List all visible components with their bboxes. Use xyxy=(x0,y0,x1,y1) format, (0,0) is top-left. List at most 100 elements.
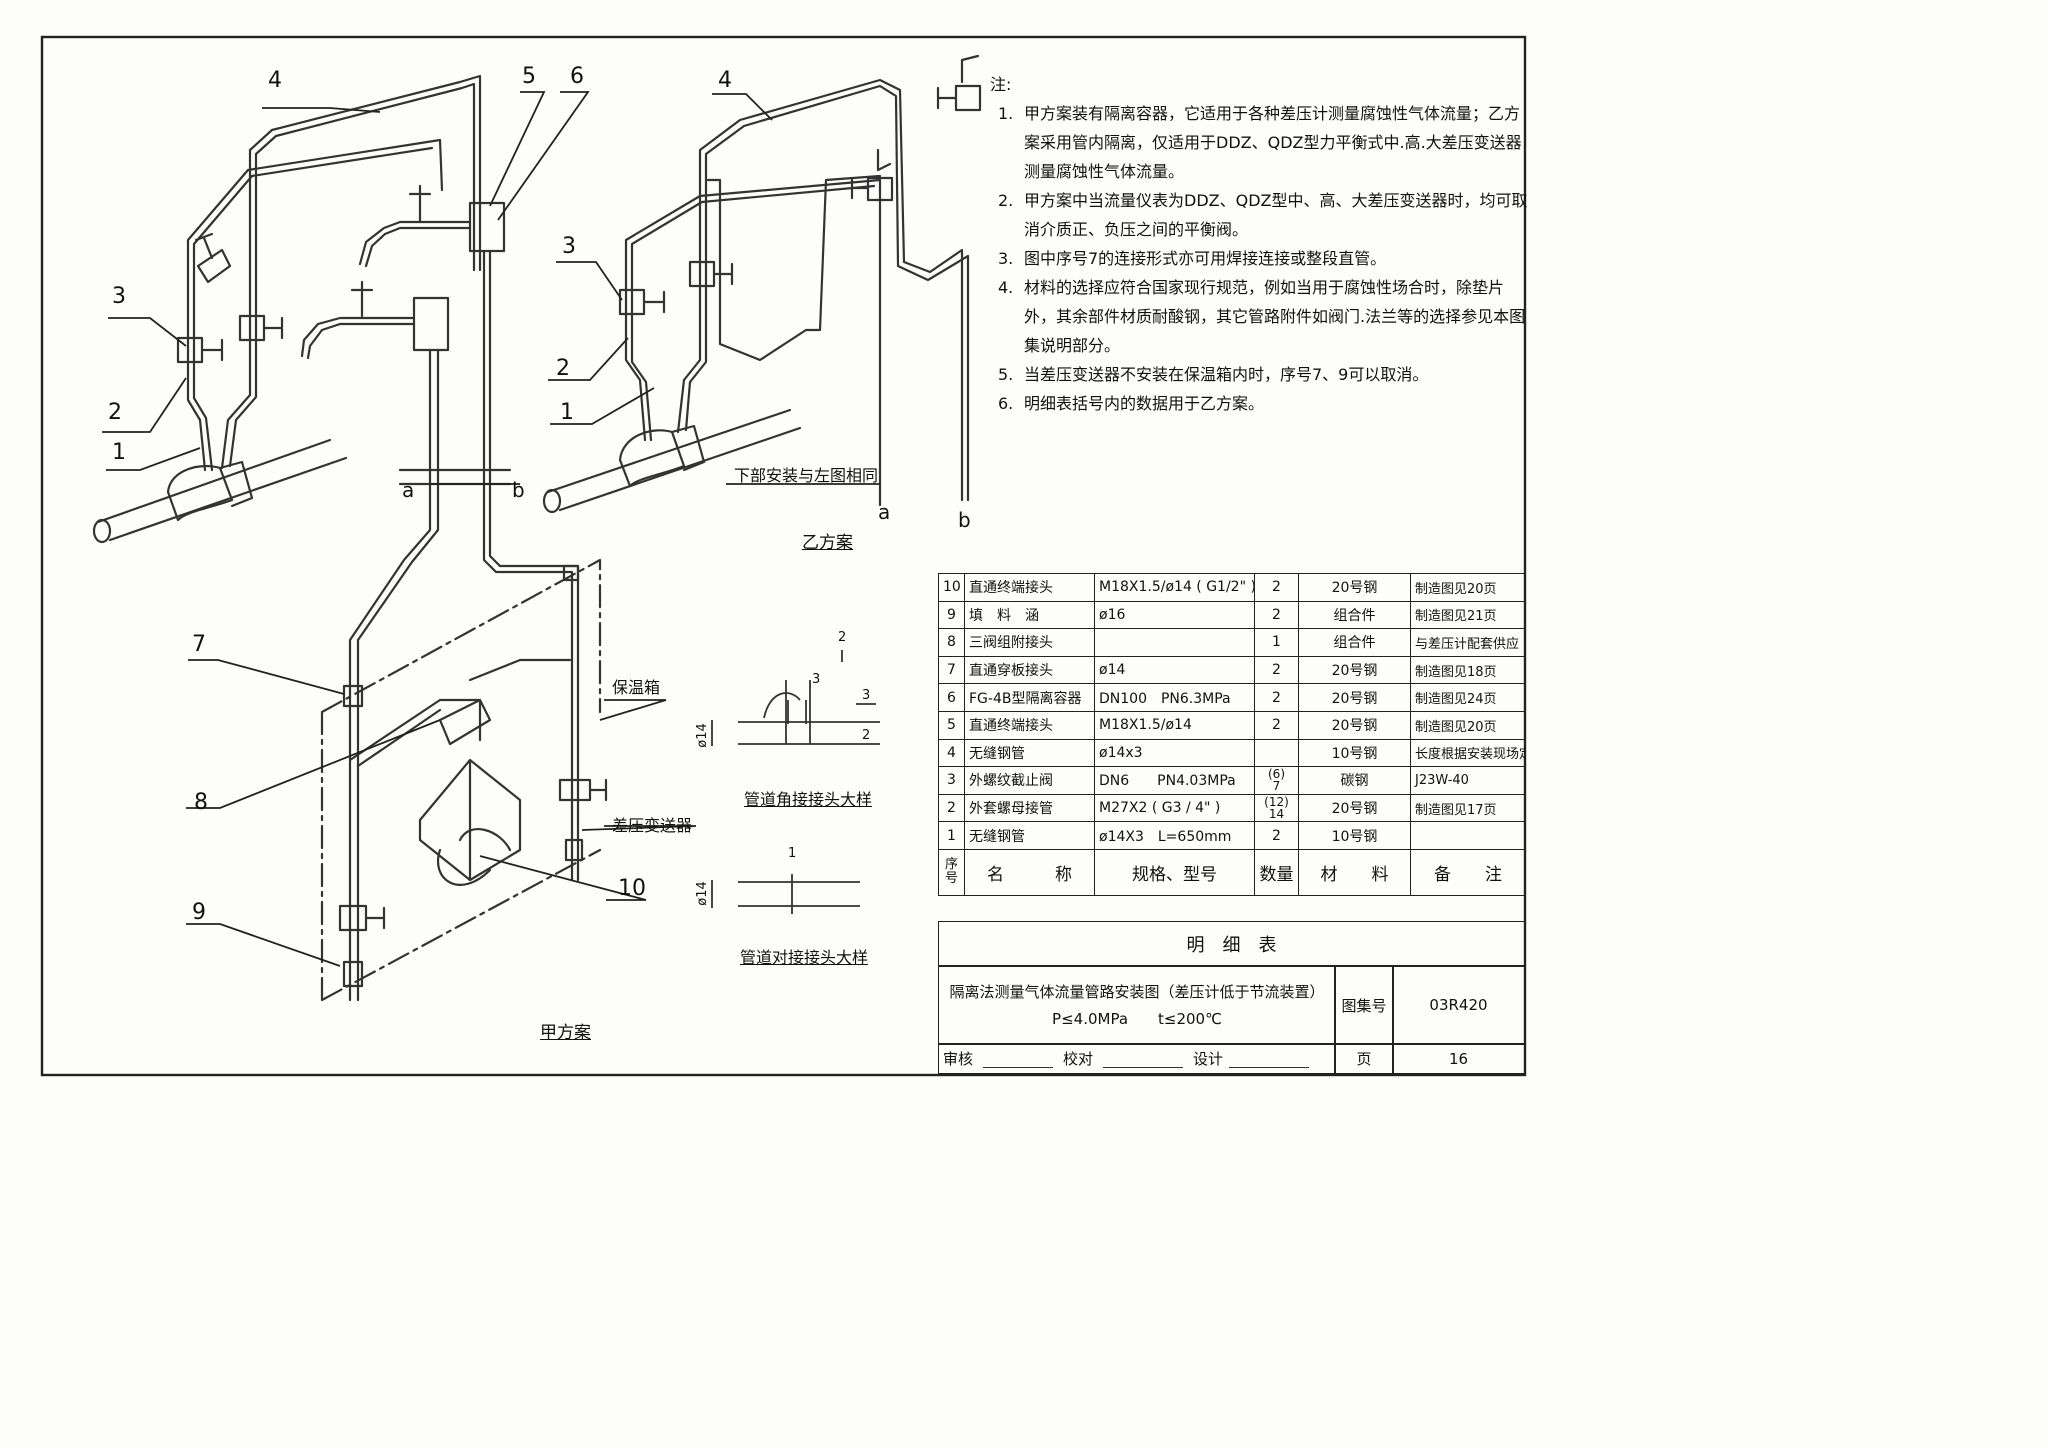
bom-cell-remark: 制造图见24页 xyxy=(1410,683,1526,712)
bom-cell-remark: 制造图见18页 xyxy=(1410,655,1526,685)
review-signature xyxy=(983,1049,1054,1068)
bom-cell-name: FG-4B型隔离容器 xyxy=(964,683,1095,712)
check-label: 校对 xyxy=(1063,1050,1094,1068)
bom-cell-no: 2 xyxy=(938,793,965,823)
note-text: 当差压变送器不安装在保温箱内时，序号7、9可以取消。 xyxy=(1024,365,1429,384)
dim-3-top: 3 xyxy=(812,672,821,687)
bom-cell-no: 5 xyxy=(938,710,965,740)
bom-header-name: 名 称 xyxy=(964,848,1095,896)
leader-lines xyxy=(102,91,880,967)
dim-3-right: 3 xyxy=(862,688,871,703)
bom-cell-remark: J23W-40 xyxy=(1410,766,1526,795)
bom-cell-qty: (6) 7 xyxy=(1254,766,1299,795)
bom-cell-qty: 2 xyxy=(1254,573,1299,602)
scheme-b-piping xyxy=(542,54,982,514)
scheme-a-piping xyxy=(92,74,608,1002)
bom-cell-material: 20号钢 xyxy=(1298,683,1411,712)
note-item: 3.图中序号7的连接形式亦可用焊接连接或整段直管。 xyxy=(990,244,1530,273)
dim-1-butt: 1 xyxy=(788,846,797,861)
bom-cell-remark: 制造图见20页 xyxy=(1410,710,1526,740)
bom-header-material: 材 料 xyxy=(1298,848,1411,896)
bom-cell-qty: (12) 14 xyxy=(1254,793,1299,823)
bom-cell-material: 组合件 xyxy=(1298,628,1411,657)
bom-header-remark: 备 注 xyxy=(1410,848,1526,896)
butt-joint-caption: 管道对接接头大样 xyxy=(740,948,869,967)
callout-5: 5 xyxy=(522,64,536,89)
dim-d14-butt: ø14 xyxy=(694,881,710,906)
page-label: 页 xyxy=(1334,1043,1394,1074)
bom-cell-no: 3 xyxy=(938,766,965,795)
dim-d14-corner: ø14 xyxy=(694,723,710,748)
note-number: 4. xyxy=(998,278,1014,297)
bom-cell-no: 4 xyxy=(938,738,965,768)
bom-cell-name: 直通终端接头 xyxy=(964,573,1095,602)
bom-cell-qty: 2 xyxy=(1254,683,1299,712)
bom-cell-no: 8 xyxy=(938,628,965,657)
callout-10: 10 xyxy=(618,876,646,901)
bom-cell-name: 填 料 涵 xyxy=(964,600,1095,630)
bom-header-no: 序号 xyxy=(938,848,965,896)
bom-cell-no: 10 xyxy=(938,573,965,602)
bom-cell-material: 10号钢 xyxy=(1298,738,1411,768)
bom-cell-name: 三阀组附接头 xyxy=(964,628,1095,657)
bom-cell-no: 7 xyxy=(938,655,965,685)
atlas-label: 图集号 xyxy=(1334,965,1394,1045)
signature-row: 审核 校对 设计 xyxy=(938,1043,1336,1074)
bom-cell-no: 9 xyxy=(938,600,965,630)
note-number: 2. xyxy=(998,191,1014,210)
bom-cell-material: 10号钢 xyxy=(1298,821,1411,850)
bom-cell-spec: ø14 xyxy=(1094,655,1255,685)
insulation-box-label: 保温箱 xyxy=(612,678,661,697)
page-number: 16 xyxy=(1392,1043,1525,1074)
bom-cell-name: 外套螺母接管 xyxy=(964,793,1095,823)
bom-cell-no: 6 xyxy=(938,683,965,712)
callout-6: 6 xyxy=(570,64,584,89)
note-number: 5. xyxy=(998,365,1014,384)
note-text: 材料的选择应符合国家现行规范，例如当用于腐蚀性场合时，除垫片外，其余部件材质耐酸… xyxy=(1024,278,1526,355)
bom-cell-name: 外螺纹截止阀 xyxy=(964,766,1095,795)
note-item: 1. 甲方案装有隔离容器，它适用于各种差压计测量腐蚀性气体流量；乙方案采用管内隔离… xyxy=(990,99,1530,186)
review-label: 审核 xyxy=(943,1050,974,1068)
lower-same-note: 下部安装与左图相同 xyxy=(734,466,879,485)
drawing-conditions: P≤4.0MPa t≤200℃ xyxy=(1052,1010,1222,1028)
notes-block: 注: 1. 甲方案装有隔离容器，它适用于各种差压计测量腐蚀性气体流量；乙方案采用管… xyxy=(990,70,1530,418)
note-number: 3. xyxy=(998,249,1014,268)
title-block: 明 细 表 隔离法测量气体流量管路安装图（差压计低于节流装置） P≤4.0MPa… xyxy=(938,921,1525,1074)
dim-2-right: 2 xyxy=(862,728,871,743)
bom-cell-remark xyxy=(1410,821,1526,850)
note-text: 甲方案装有隔离容器，它适用于各种差压计测量腐蚀性气体流量；乙方案采用管内隔离，仅… xyxy=(1024,104,1522,181)
bom-header-qty: 数量 xyxy=(1254,848,1299,896)
atlas-number: 03R420 xyxy=(1392,965,1525,1045)
bom-cell-name: 直通终端接头 xyxy=(964,710,1095,740)
bom-cell-material: 20号钢 xyxy=(1298,573,1411,602)
callout-7: 7 xyxy=(192,632,206,657)
scheme-b-title: 乙方案 xyxy=(802,533,853,553)
bom-cell-qty: 2 xyxy=(1254,600,1299,630)
pipe-label-b: b xyxy=(512,478,525,502)
bom-cell-remark: 与差压计配套供应 xyxy=(1410,628,1526,657)
bom-cell-spec: M18X1.5/ø14 xyxy=(1094,710,1255,740)
bom-cell-spec xyxy=(1094,628,1255,657)
bom-cell-qty: 2 xyxy=(1254,655,1299,685)
drawing-sheet xyxy=(40,35,1527,1077)
notes-heading: 注: xyxy=(990,75,1012,94)
bom-cell-name: 无缝钢管 xyxy=(964,821,1095,850)
callout-4b: 4 xyxy=(718,68,732,93)
callout-3b: 3 xyxy=(562,234,576,259)
note-number: 1. xyxy=(998,104,1014,123)
drawing-title-cell: 隔离法测量气体流量管路安装图（差压计低于节流装置） P≤4.0MPa t≤200… xyxy=(938,965,1336,1045)
bom-cell-material: 组合件 xyxy=(1298,600,1411,630)
bom-cell-name: 无缝钢管 xyxy=(964,738,1095,768)
callout-2a: 2 xyxy=(108,400,122,425)
callout-1a: 1 xyxy=(112,440,126,465)
pipe-label-a: a xyxy=(402,478,415,502)
bom-header-spec: 规格、型号 xyxy=(1094,848,1255,896)
pipe-label-b-b: b xyxy=(958,508,971,532)
